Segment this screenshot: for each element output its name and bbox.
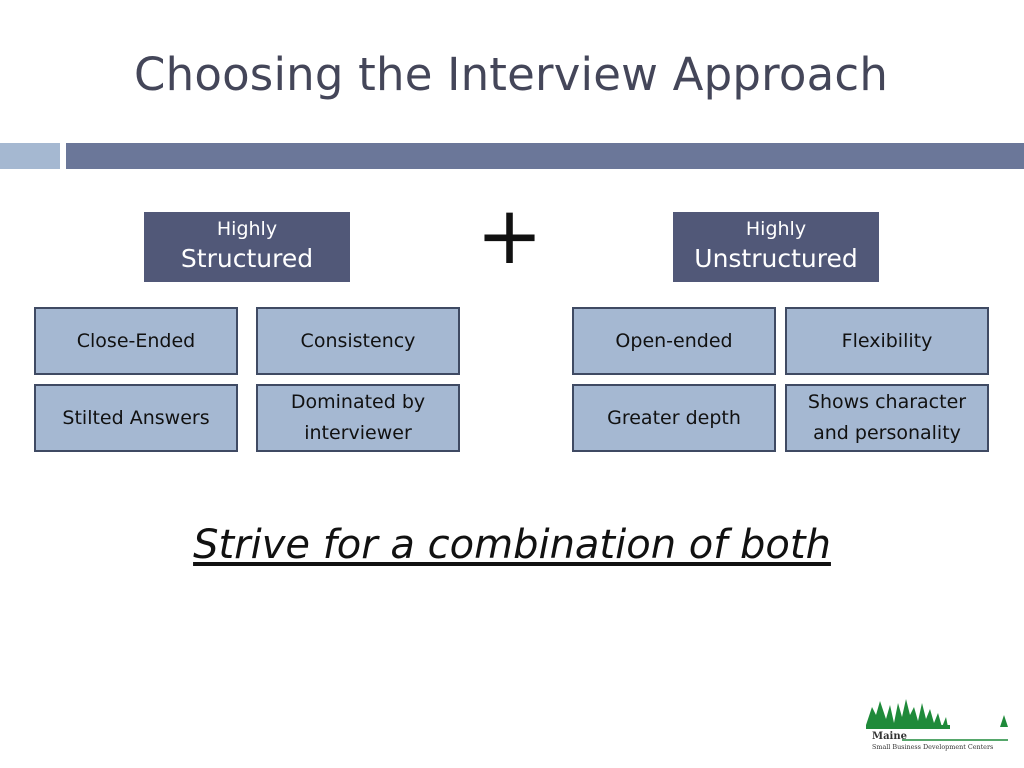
decorative-bar-left: [0, 143, 60, 169]
cell-close-ended: Close-Ended: [34, 307, 238, 375]
logo-name: Maine: [872, 731, 907, 742]
cell-stilted-answers: Stilted Answers: [34, 384, 238, 452]
cell-dominated-by-interviewer: Dominated by interviewer: [256, 384, 460, 452]
header-line1: Highly: [216, 218, 278, 240]
cell-shows-character: Shows character and personality: [785, 384, 989, 452]
logo-subtitle: Small Business Development Centers: [872, 743, 993, 751]
maine-sbdc-logo: Maine Small Business Development Centers: [866, 699, 1008, 751]
header-line2: Structured: [180, 244, 314, 273]
plus-symbol: +: [476, 189, 544, 282]
tagline-text: Strive for a combination of both: [193, 522, 831, 568]
cell-greater-depth: Greater depth: [572, 384, 776, 452]
highly-structured-header: Highly Structured: [144, 212, 350, 282]
decorative-bar-main: [66, 143, 1024, 169]
highly-unstructured-header: Highly Unstructured: [673, 212, 879, 282]
cell-flexibility: Flexibility: [785, 307, 989, 375]
header-line1: Highly: [745, 218, 807, 240]
cell-consistency: Consistency: [256, 307, 460, 375]
tagline: Strive for a combination of both: [0, 522, 1024, 568]
slide-title: Choosing the Interview Approach: [134, 48, 889, 101]
cell-open-ended: Open-ended: [572, 307, 776, 375]
header-line2: Unstructured: [694, 244, 858, 273]
